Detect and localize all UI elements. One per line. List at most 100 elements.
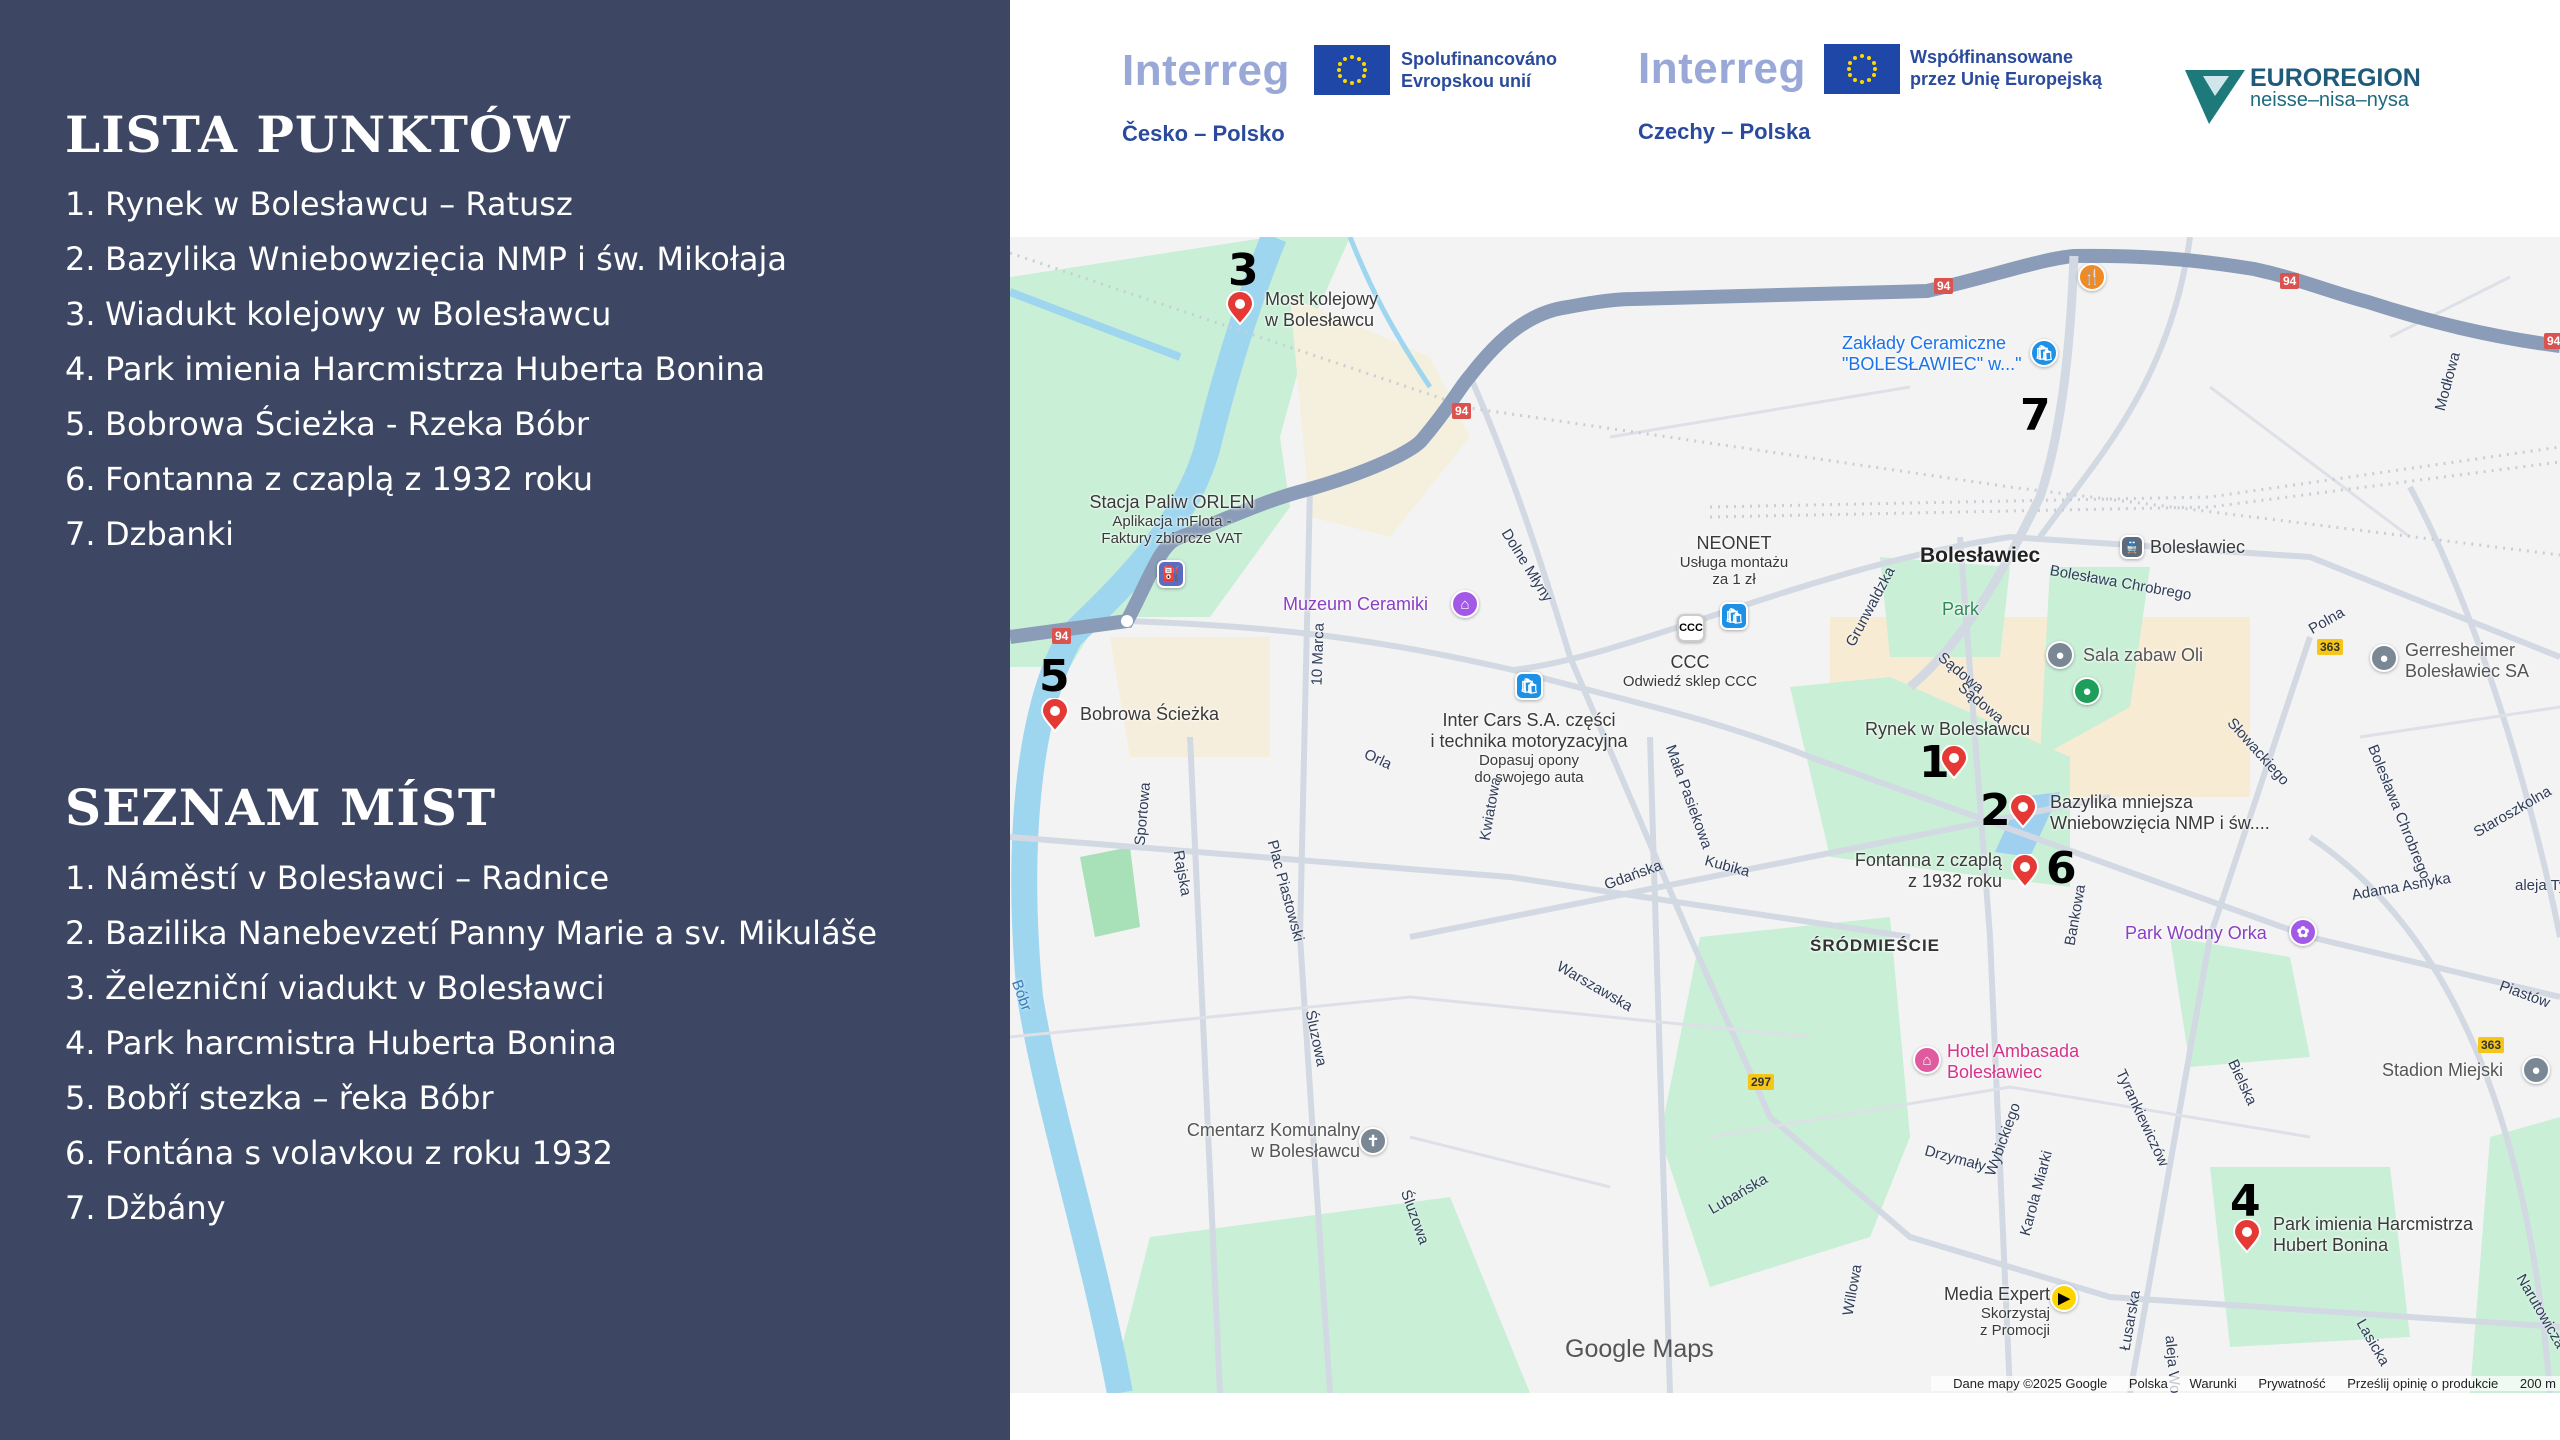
water-park-icon[interactable]: ✿ [2289, 918, 2317, 946]
list-item: 4.Park harcmistra Huberta Bonina [65, 1024, 617, 1062]
interreg-wordmark: Interreg [1122, 46, 1290, 95]
list-item: 3.Wiadukt kolejowy w Bolesławcu [65, 295, 612, 333]
map-pin-icon[interactable] [1226, 291, 1254, 325]
list-item: 5.Bobrowa Ścieżka - Rzeka Bóbr [65, 405, 590, 443]
list-item: 5.Bobří stezka – řeka Bóbr [65, 1079, 494, 1117]
stadium-icon[interactable]: ● [2522, 1056, 2550, 1084]
street-label: 10 Marca [1308, 622, 1328, 686]
media-expert-icon[interactable]: ▶ [2050, 1284, 2078, 1312]
gas-station-icon[interactable]: ⛽ [1157, 560, 1185, 588]
google-maps-logo: Google Maps [1565, 1335, 1714, 1363]
train-station-icon[interactable]: 🚆 [2120, 535, 2144, 559]
czech-list-title: SEZNAM MÍST [65, 778, 497, 837]
road-number-badge: 94 [1934, 278, 1954, 294]
region-label: Česko – Polsko [1122, 121, 1285, 146]
feedback-link[interactable]: Prześlij opinię o produkcie [2347, 1376, 2499, 1391]
place-icon[interactable]: ● [2073, 677, 2101, 705]
eu-flag-icon [1314, 45, 1390, 95]
poi-sala-zabaw[interactable]: Sala zabaw Oli [2083, 645, 2204, 665]
map-pin-icon[interactable] [2009, 794, 2037, 828]
hotel-icon[interactable]: ⌂ [1913, 1046, 1941, 1074]
park-label: Park [1942, 599, 1980, 619]
list-item: 2.Bazilika Nanebevzetí Panny Marie a sv.… [65, 914, 878, 952]
marker-number: 6 [2046, 843, 2077, 894]
privacy-link[interactable]: Prywatność [2258, 1376, 2326, 1391]
czech-points-list: 1.Náměstí v Bolesławci – Radnice 2.Bazil… [65, 851, 877, 1236]
shopping-bag-icon[interactable]: 🛍 [1515, 672, 1543, 700]
district-label: ŚRÓDMIEŚCIE [1810, 936, 1941, 955]
map-base [1010, 237, 2560, 1393]
poi-zaklady-ceramiczne[interactable]: Zakłady Ceramiczne"BOLESŁAWIEC" w..." [1842, 333, 2022, 374]
map-pin-icon[interactable] [1940, 745, 1968, 779]
road-number-badge: 297 [1748, 1074, 1775, 1090]
place-icon[interactable]: ● [2370, 644, 2398, 672]
map-pin-icon[interactable] [1041, 698, 1069, 732]
street-label: aleja Ty [2515, 877, 2560, 894]
interreg-wordmark: Interreg [1638, 44, 1806, 93]
road-number-badge: 363 [2478, 1037, 2505, 1053]
cemetery-icon[interactable]: ✝ [1359, 1127, 1387, 1155]
eu-flag-icon [1824, 44, 1900, 94]
map-pin-icon[interactable] [2011, 854, 2039, 888]
road-number-badge: 363 [2317, 639, 2344, 655]
restaurant-icon[interactable]: 🍴 [2078, 263, 2106, 291]
region-label: Czechy – Polska [1638, 119, 1811, 144]
list-item: 2.Bazylika Wniebowzięcia NMP i św. Mikoł… [65, 240, 788, 278]
city-label: Bolesławiec [1920, 544, 2041, 567]
marker-number: 7 [2020, 390, 2051, 441]
google-map[interactable]: 94 94 94 94 94 363 363 297 Dolne Młyny 1… [1010, 237, 2560, 1393]
polish-list-title: LISTA PUNKTÓW [65, 105, 571, 164]
place-icon[interactable]: ● [2046, 641, 2074, 669]
marker-label[interactable]: Rynek w Bolesławcu [1865, 719, 2031, 739]
terms-link[interactable]: Warunki [2189, 1376, 2237, 1391]
ccc-logo-icon[interactable]: CCC [1677, 614, 1705, 642]
poi-stadion[interactable]: Stadion Miejski [2382, 1060, 2504, 1080]
scale-bar[interactable]: 200 m [2519, 1376, 2556, 1391]
road-number-badge: 94 [2280, 273, 2300, 289]
poi-train-station[interactable]: Bolesławiec [2150, 537, 2246, 557]
list-item: 1.Náměstí v Bolesławci – Radnice [65, 859, 610, 897]
marker-label[interactable]: Bobrowa Ścieżka [1080, 704, 1220, 724]
map-data-credit: Dane mapy ©2025 Google [1953, 1376, 2108, 1391]
marker-number: 5 [1039, 651, 1070, 702]
list-item: 7.Dzbanki [65, 515, 235, 553]
list-item: 6.Fontanna z czaplą z 1932 roku [65, 460, 594, 498]
poi-muzeum-ceramiki[interactable]: Muzeum Ceramiki [1283, 594, 1429, 614]
road-number-badge: 94 [1052, 628, 1072, 644]
euroregion-title: EUROREGION [2250, 64, 2421, 92]
map-attribution: Dane mapy ©2025 Google Polska Warunki Pr… [1931, 1376, 2560, 1391]
list-item: 3.Železniční viadukt v Bolesławci [65, 969, 605, 1007]
list-item: 6.Fontána s volavkou z roku 1932 [65, 1134, 613, 1172]
map-pin-icon[interactable] [2233, 1219, 2261, 1253]
region-link[interactable]: Polska [2128, 1376, 2168, 1391]
polish-points-list: 1.Rynek w Bolesławcu – Ratusz 2.Bazylika… [65, 177, 787, 562]
museum-icon[interactable]: ⌂ [1451, 590, 1479, 618]
list-item: 7.Džbány [65, 1189, 226, 1227]
euroregion-subtitle: neisse–nisa–nysa [2250, 89, 2409, 111]
euroregion-emblem-icon [2185, 70, 2245, 124]
points-list-panel: LISTA PUNKTÓW 1.Rynek w Bolesławcu – Rat… [0, 0, 1010, 1440]
marker-number: 4 [2230, 1176, 2261, 1227]
road-number-badge: 94 [1452, 403, 1472, 419]
shopping-bag-icon[interactable]: 🛍 [1720, 602, 1748, 630]
poi-park-wodny-orka[interactable]: Park Wodny Orka [2125, 923, 2267, 943]
list-item: 1.Rynek w Bolesławcu – Ratusz [65, 185, 573, 223]
marker-number: 2 [1980, 785, 2011, 836]
shopping-bag-icon[interactable]: 🛍 [2030, 339, 2058, 367]
road-number-badge: 94 [2544, 333, 2560, 349]
list-item: 4.Park imienia Harcmistrza Huberta Bonin… [65, 350, 766, 388]
